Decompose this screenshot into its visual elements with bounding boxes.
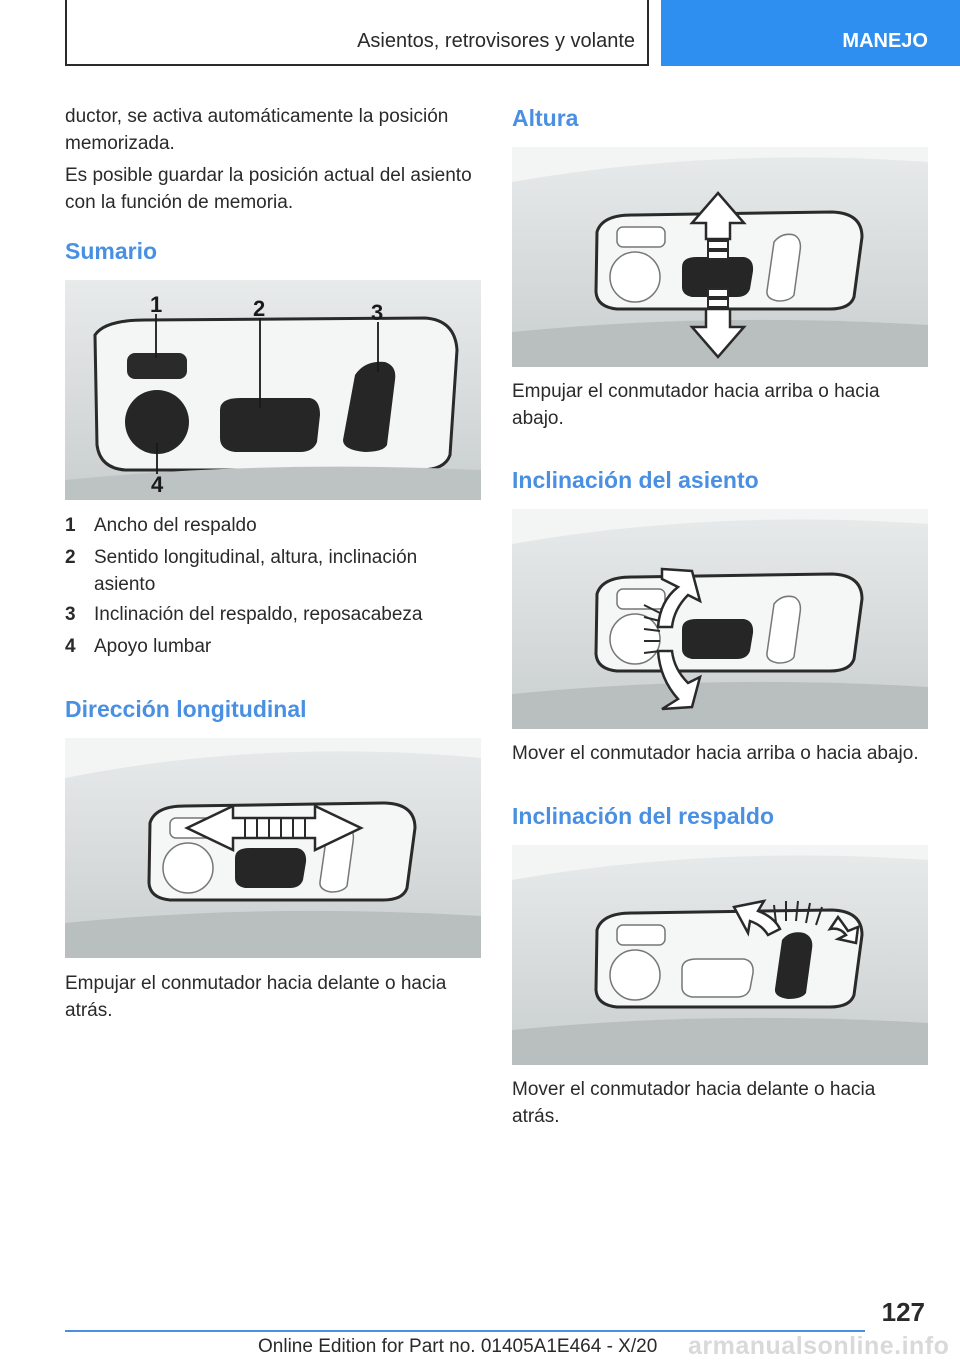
figure-altura [512, 147, 928, 367]
heading-sumario: Sumario [65, 238, 158, 264]
arrow-down [689, 307, 747, 359]
footer-edition-text: Online Edition for Part no. 01405A1E464 … [258, 1336, 658, 1357]
tilt-arrow-up [656, 567, 702, 629]
list-item-text: Apoyo lumbar [94, 636, 212, 657]
longitudinal-paragraph: Empujar el conmutador hacia delante o ha… [65, 973, 447, 1021]
callout-4: 4 [151, 472, 164, 497]
seat-tilt-image [512, 509, 928, 729]
double-arrow-horizontal [184, 804, 364, 852]
backrest-arrow-back [827, 914, 860, 945]
heading-altura: Altura [512, 105, 579, 131]
heading-direccion-longitudinal: Dirección longitudinal [65, 696, 307, 722]
header-chapter-box: Asientos, retrovisores y volante [65, 0, 649, 66]
heading-inclinacion-respaldo: Inclinación del respaldo [512, 803, 775, 829]
list-item-text: Ancho del respaldo [94, 515, 257, 536]
longitudinal-adjust-image [65, 738, 481, 958]
seat-controls-overview-image: 1 2 3 4 [65, 280, 481, 500]
backrest-arrow-forward [732, 899, 782, 937]
backrest-width-switch [127, 353, 187, 379]
header-section-tab[interactable]: MANEJO [661, 0, 960, 66]
page-number: 127 [881, 1297, 925, 1327]
chapter-title: Asientos, retrovisores y volante [357, 30, 635, 52]
list-item-number: 3 [65, 604, 76, 625]
footer-rule [65, 1330, 865, 1332]
list-item-number: 4 [65, 636, 76, 657]
backrest-switch [774, 932, 813, 999]
seat-switch [235, 848, 307, 888]
list-item-number: 2 [65, 547, 76, 568]
backrest-adjust-switch [343, 361, 396, 452]
tilt-arrow-down [656, 649, 702, 711]
seat-switch [682, 619, 754, 659]
inclinacion-respaldo-paragraph: Mover el conmutador hacia delante o haci… [512, 1079, 876, 1127]
intro-paragraph-2: Es posible guardar la posición actual de… [65, 165, 472, 213]
seat-switch [682, 257, 754, 297]
callout-3: 3 [371, 300, 383, 325]
figure-inclinacion-respaldo [512, 845, 928, 1065]
section-label: MANEJO [842, 30, 928, 52]
backrest-tilt-image [512, 845, 928, 1065]
list-item-text: Sentido longitudinal, altura, inclinació… [94, 547, 418, 595]
inclinacion-asiento-paragraph: Mover el conmutador hacia arriba o hacia… [512, 743, 919, 764]
heading-inclinacion-asiento: Inclinación del asiento [512, 467, 759, 493]
watermark: armanualsonline.info [688, 1332, 950, 1360]
height-adjust-image [512, 147, 928, 367]
figure-seat-controls-overview: 1 2 3 4 [65, 280, 481, 500]
callout-1: 1 [150, 292, 162, 317]
callout-2: 2 [253, 296, 265, 321]
intro-paragraph-1: ductor, se activa automáticamente la pos… [65, 106, 449, 154]
list-item-number: 1 [65, 515, 76, 536]
lumbar-support-knob [125, 390, 189, 454]
altura-paragraph: Empujar el conmutador hacia arriba o hac… [512, 381, 880, 429]
figure-longitudinal [65, 738, 481, 958]
seat-adjust-switch [220, 398, 320, 452]
figure-inclinacion-asiento [512, 509, 928, 729]
list-item-text: Inclinación del respaldo, reposacabeza [94, 604, 423, 625]
arrow-up [689, 191, 747, 241]
